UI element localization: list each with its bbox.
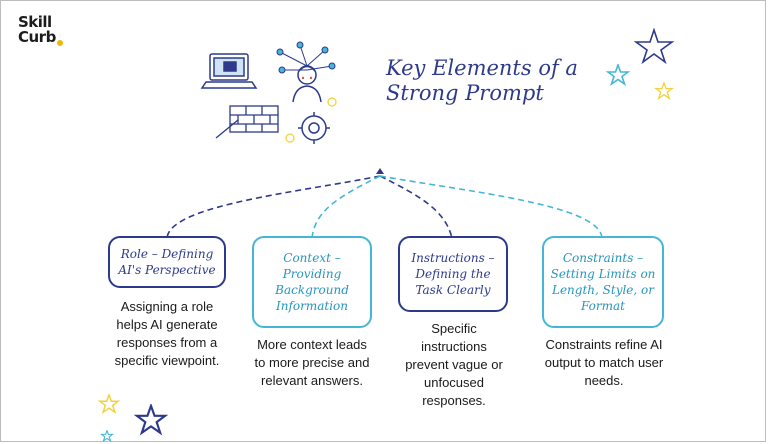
element-label: Role – Defining AI's Perspective: [118, 247, 216, 277]
element-box-instructions: Instructions – Defining the Task Clearly: [398, 236, 508, 312]
element-description-context: More context leads to more precise and r…: [254, 337, 370, 388]
logo-line-2: Curb: [18, 28, 56, 46]
element-label: Constraints – Setting Limits on Length, …: [550, 251, 656, 313]
skillcurb-logo: Skill Curb: [18, 14, 66, 54]
brick-wall-icon: [215, 105, 279, 139]
element-description-instructions: Specific instructions prevent vague or u…: [405, 321, 503, 408]
connector-arrow-tip: [376, 168, 384, 174]
star-icon: [98, 394, 120, 414]
illustration: [200, 41, 337, 144]
logo-line-1: Skill: [18, 13, 52, 31]
element-box-context: Context – Providing Background Informati…: [252, 236, 372, 328]
logo-dot: [57, 40, 63, 46]
connector-role: [166, 175, 381, 239]
diagram-title: Key Elements of a Strong Prompt: [386, 56, 606, 106]
title-line-1: Key Elements of a: [386, 56, 578, 80]
laptop-icon: [200, 53, 258, 89]
connector-constraints: [379, 175, 603, 239]
element-description-role: Assigning a role helps AI generate respo…: [114, 299, 220, 368]
star-icon: [606, 64, 630, 86]
element-label: Context – Providing Background Informati…: [275, 251, 349, 313]
star-icon: [100, 430, 114, 442]
element-label: Instructions – Defining the Task Clearly: [411, 251, 495, 297]
element-box-role: Role – Defining AI's Perspective: [108, 236, 226, 288]
element-description-constraints: Constraints refine AI output to match us…: [544, 337, 664, 388]
connector-context: [311, 175, 381, 239]
network-nodes-icon: [276, 41, 336, 74]
connector-instructions: [379, 175, 453, 239]
star-icon: [654, 82, 674, 100]
star-icon: [134, 404, 168, 436]
title-line-2: Strong Prompt: [386, 81, 544, 105]
small-gear-icon: [285, 97, 337, 143]
element-box-constraints: Constraints – Setting Limits on Length, …: [542, 236, 664, 328]
star-icon: [634, 28, 675, 64]
gear-icon: [298, 112, 330, 144]
